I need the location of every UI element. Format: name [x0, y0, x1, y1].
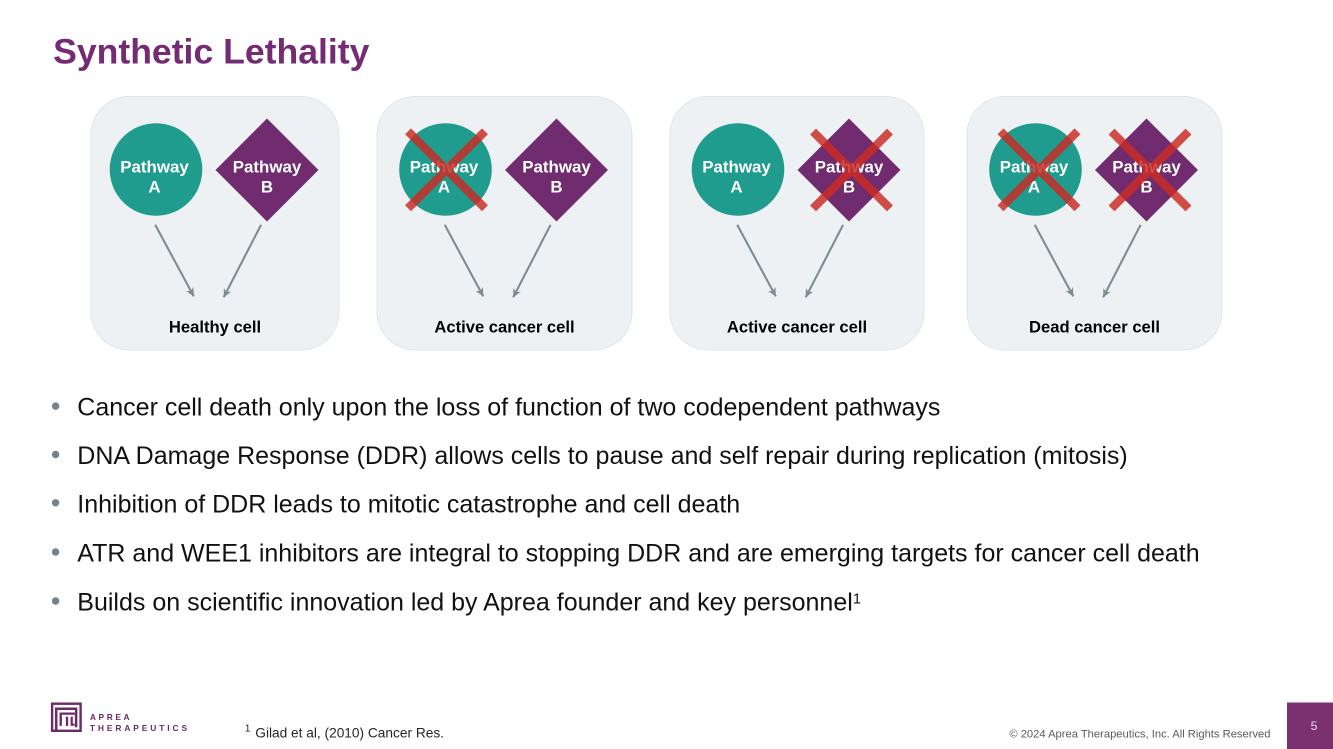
- svg-text:1: 1: [245, 724, 251, 735]
- svg-text:Cancer cell death only upon th: Cancer cell death only upon the loss of …: [77, 394, 940, 422]
- svg-text:A: A: [148, 178, 160, 197]
- svg-text:Pathway: Pathway: [233, 158, 302, 177]
- svg-text:Dead cancer cell: Dead cancer cell: [1029, 318, 1160, 337]
- svg-text:5: 5: [1311, 719, 1318, 733]
- svg-text:Healthy cell: Healthy cell: [169, 318, 261, 337]
- svg-text:Synthetic Lethality: Synthetic Lethality: [53, 32, 370, 72]
- svg-text:ATR and WEE1 inhibitors are in: ATR and WEE1 inhibitors are integral to …: [77, 540, 1199, 568]
- svg-text:APREA: APREA: [90, 712, 132, 722]
- svg-text:Pathway: Pathway: [120, 158, 189, 177]
- svg-text:B: B: [843, 178, 855, 197]
- svg-text:B: B: [261, 178, 273, 197]
- svg-text:Active cancer cell: Active cancer cell: [434, 318, 574, 337]
- svg-text:Active cancer cell: Active cancer cell: [727, 318, 867, 337]
- svg-text:DNA Damage Response (DDR) allo: DNA Damage Response (DDR) allows cells t…: [77, 442, 1127, 470]
- svg-text:B: B: [550, 178, 562, 197]
- svg-text:© 2024 Aprea Therapeutics, Inc: © 2024 Aprea Therapeutics, Inc. All Righ…: [1009, 729, 1270, 741]
- svg-text:Gilad et al, (2010) Cancer Res: Gilad et al, (2010) Cancer Res.: [255, 725, 444, 740]
- svg-text:A: A: [730, 178, 742, 197]
- svg-text:Pathway: Pathway: [522, 158, 591, 177]
- svg-text:Builds on scientific innovatio: Builds on scientific innovation led by A…: [77, 589, 861, 617]
- svg-text:A: A: [438, 178, 450, 197]
- svg-text:Inhibition of DDR leads to mit: Inhibition of DDR leads to mitotic catas…: [77, 490, 740, 518]
- svg-text:Pathway: Pathway: [702, 158, 771, 177]
- svg-text:THERAPEUTICS: THERAPEUTICS: [90, 723, 190, 733]
